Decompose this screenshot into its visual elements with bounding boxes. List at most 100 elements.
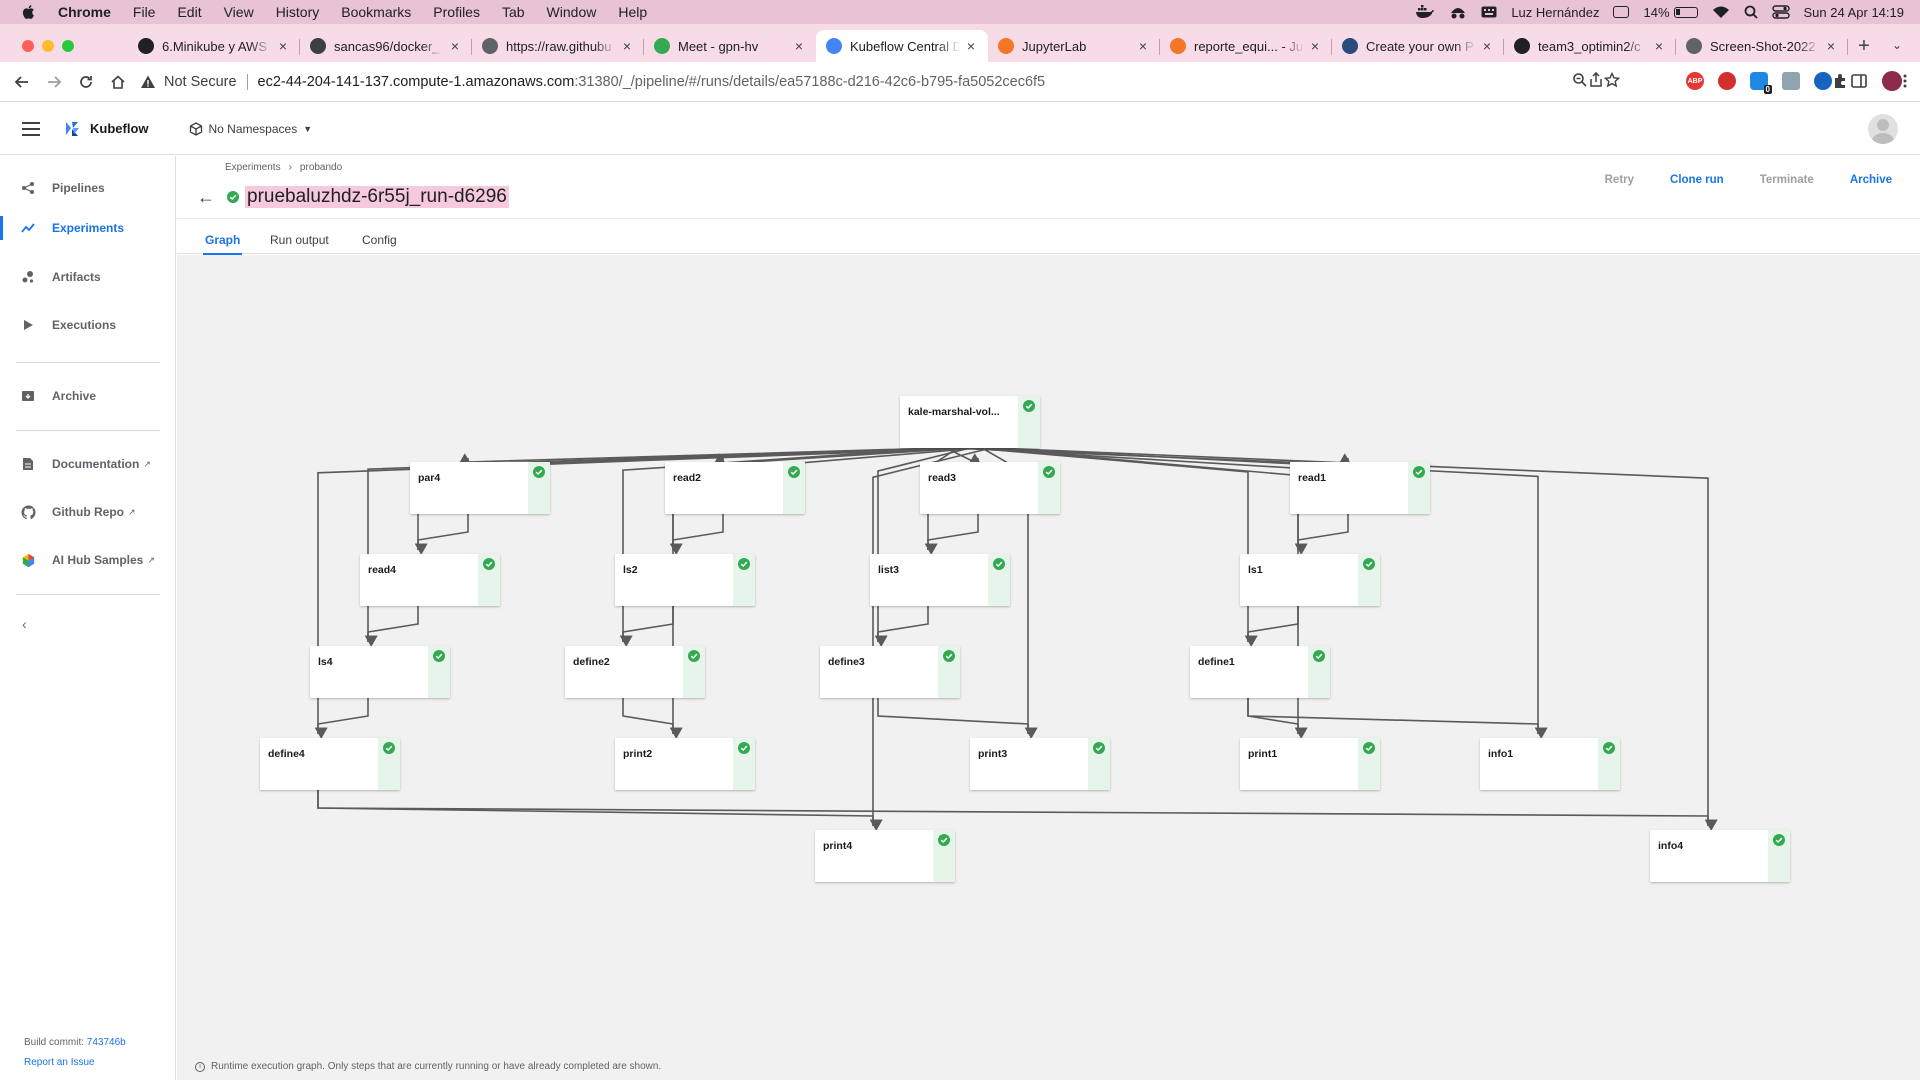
browser-tab[interactable]: Create your own P× bbox=[1332, 30, 1504, 62]
graph-node[interactable]: par4 bbox=[410, 462, 550, 514]
clone-run-button[interactable]: Clone run bbox=[1670, 174, 1724, 186]
graph-node[interactable]: ls1 bbox=[1240, 554, 1380, 606]
graph-node[interactable]: read2 bbox=[665, 462, 805, 514]
display-icon[interactable] bbox=[1613, 6, 1630, 18]
menu-profiles[interactable]: Profiles bbox=[433, 4, 480, 20]
execution-graph[interactable]: i Runtime execution graph. Only steps th… bbox=[177, 255, 1920, 1080]
wifi-icon[interactable] bbox=[1712, 5, 1730, 19]
tab-close-icon[interactable]: × bbox=[450, 38, 460, 54]
menu-chrome[interactable]: Chrome bbox=[58, 4, 111, 20]
extensions-puzzle-icon[interactable] bbox=[1832, 72, 1850, 90]
menu-window[interactable]: Window bbox=[546, 4, 597, 20]
browser-tab[interactable]: Kubeflow Central D× bbox=[816, 30, 988, 62]
graph-node[interactable]: define4 bbox=[260, 738, 400, 790]
menubar-clock[interactable]: Sun 24 Apr 14:19 bbox=[1803, 4, 1904, 20]
sidebar-item-archive[interactable]: Archive bbox=[0, 376, 176, 416]
menu-view[interactable]: View bbox=[223, 4, 254, 20]
adblock-icon[interactable]: ABP bbox=[1686, 72, 1704, 90]
graph-node[interactable]: define1 bbox=[1190, 646, 1330, 698]
sidebar-item-pipelines[interactable]: Pipelines bbox=[0, 168, 176, 208]
tab-close-icon[interactable]: × bbox=[622, 38, 632, 54]
tab-close-icon[interactable]: × bbox=[794, 38, 804, 54]
docker-icon[interactable] bbox=[1415, 5, 1435, 19]
menu-file[interactable]: File bbox=[132, 4, 156, 20]
sidebar-item-ai-hub-samples[interactable]: AI Hub Samples↗ bbox=[0, 540, 176, 580]
graph-node[interactable]: print3 bbox=[970, 738, 1110, 790]
sidebar-item-documentation[interactable]: Documentation↗ bbox=[0, 444, 176, 484]
incognito-icon[interactable] bbox=[1449, 5, 1467, 19]
browser-tab[interactable]: https://raw.githubu× bbox=[472, 30, 644, 62]
sidebar-item-artifacts[interactable]: Artifacts bbox=[0, 257, 176, 297]
home-icon[interactable] bbox=[104, 68, 132, 96]
graph-node[interactable]: define3 bbox=[820, 646, 960, 698]
security-label[interactable]: Not Secure bbox=[164, 74, 237, 90]
url-path[interactable]: :31380/_/pipeline/#/runs/details/ea57188… bbox=[574, 74, 1046, 90]
close-window-button[interactable] bbox=[22, 40, 34, 52]
report-issue-link[interactable]: Report an Issue bbox=[24, 1057, 95, 1068]
graph-node[interactable]: print2 bbox=[615, 738, 755, 790]
retry-button[interactable]: Retry bbox=[1604, 174, 1635, 186]
warning-icon[interactable] bbox=[140, 74, 156, 90]
menu-edit[interactable]: Edit bbox=[177, 4, 202, 20]
kubeflow-brand[interactable]: Kubeflow bbox=[90, 121, 149, 136]
graph-node[interactable]: info1 bbox=[1480, 738, 1620, 790]
graph-node[interactable]: read1 bbox=[1290, 462, 1430, 514]
minimize-window-button[interactable] bbox=[42, 40, 54, 52]
build-commit-link[interactable]: 743746b bbox=[86, 1037, 126, 1048]
extension-satellite-icon[interactable] bbox=[1782, 72, 1800, 90]
browser-tab[interactable]: 6.Minikube y AWS× bbox=[128, 30, 300, 62]
terminate-button[interactable]: Terminate bbox=[1759, 174, 1814, 186]
browser-tab[interactable]: reporte_equi... - Ju× bbox=[1160, 30, 1332, 62]
graph-node[interactable]: list3 bbox=[870, 554, 1010, 606]
collapse-sidebar-icon[interactable]: ‹ bbox=[22, 616, 27, 632]
browser-tab[interactable]: JupyterLab× bbox=[988, 30, 1160, 62]
apple-icon[interactable] bbox=[20, 3, 38, 21]
address-bar[interactable]: Not Secure ec2-44-204-141-137.compute-1.… bbox=[140, 68, 1620, 96]
graph-node[interactable]: read3 bbox=[920, 462, 1060, 514]
url-host[interactable]: ec2-44-204-141-137.compute-1.amazonaws.c… bbox=[257, 74, 575, 90]
graph-node[interactable]: print4 bbox=[815, 830, 955, 882]
tab-close-icon[interactable]: × bbox=[1482, 38, 1492, 54]
browser-tab[interactable]: Screen-Shot-2022× bbox=[1676, 30, 1848, 62]
spotlight-icon[interactable] bbox=[1744, 5, 1758, 19]
user-name[interactable]: Luz Hernández bbox=[1511, 4, 1600, 20]
sidebar-item-executions[interactable]: Executions bbox=[0, 305, 176, 345]
sidebar-item-experiments[interactable]: Experiments bbox=[0, 208, 176, 248]
user-avatar[interactable] bbox=[1868, 114, 1898, 144]
graph-node[interactable]: info4 bbox=[1650, 830, 1790, 882]
side-panel-icon[interactable] bbox=[1850, 72, 1868, 90]
namespace-selector[interactable]: No Namespaces ▼ bbox=[189, 122, 312, 136]
browser-tab[interactable]: team3_optimin2/c× bbox=[1504, 30, 1676, 62]
graph-node[interactable]: define2 bbox=[565, 646, 705, 698]
browser-tab[interactable]: Meet - gpn-hv× bbox=[644, 30, 816, 62]
menu-history[interactable]: History bbox=[275, 4, 320, 20]
graph-node[interactable]: read4 bbox=[360, 554, 500, 606]
profile-avatar-icon[interactable] bbox=[1882, 71, 1902, 91]
keyboard-icon[interactable] bbox=[1481, 6, 1497, 18]
browser-menu-icon[interactable] bbox=[1902, 73, 1908, 89]
tab-config[interactable]: Config bbox=[362, 233, 397, 247]
graph-node[interactable]: ls2 bbox=[615, 554, 755, 606]
tab-run-output[interactable]: Run output bbox=[270, 233, 329, 247]
sidebar-item-github-repo[interactable]: Github Repo↗ bbox=[0, 492, 176, 532]
graph-node[interactable]: print1 bbox=[1240, 738, 1380, 790]
tab-graph[interactable]: Graph bbox=[202, 233, 243, 255]
tab-close-icon[interactable]: × bbox=[1138, 38, 1148, 54]
forward-icon[interactable] bbox=[40, 68, 68, 96]
control-center-icon[interactable] bbox=[1771, 5, 1790, 19]
reload-icon[interactable] bbox=[72, 68, 100, 96]
extension-badge-icon[interactable]: 0 bbox=[1750, 72, 1772, 94]
extension-compass-icon[interactable] bbox=[1814, 72, 1832, 90]
browser-tab[interactable]: sancas96/docker_× bbox=[300, 30, 472, 62]
menu-bookmarks[interactable]: Bookmarks bbox=[341, 4, 412, 20]
back-arrow-icon[interactable]: ← bbox=[197, 186, 215, 207]
share-icon[interactable] bbox=[1588, 72, 1604, 88]
tab-close-icon[interactable]: × bbox=[966, 38, 976, 54]
menu-icon[interactable] bbox=[22, 121, 40, 136]
tab-search-icon[interactable]: ⌄ bbox=[1891, 38, 1902, 52]
bookmark-star-icon[interactable] bbox=[1604, 72, 1620, 88]
new-tab-button[interactable]: + bbox=[1858, 34, 1870, 57]
menu-tab[interactable]: Tab bbox=[501, 4, 525, 20]
graph-node[interactable]: kale-marshal-vol... bbox=[900, 396, 1040, 448]
zoom-icon[interactable] bbox=[1572, 72, 1588, 88]
